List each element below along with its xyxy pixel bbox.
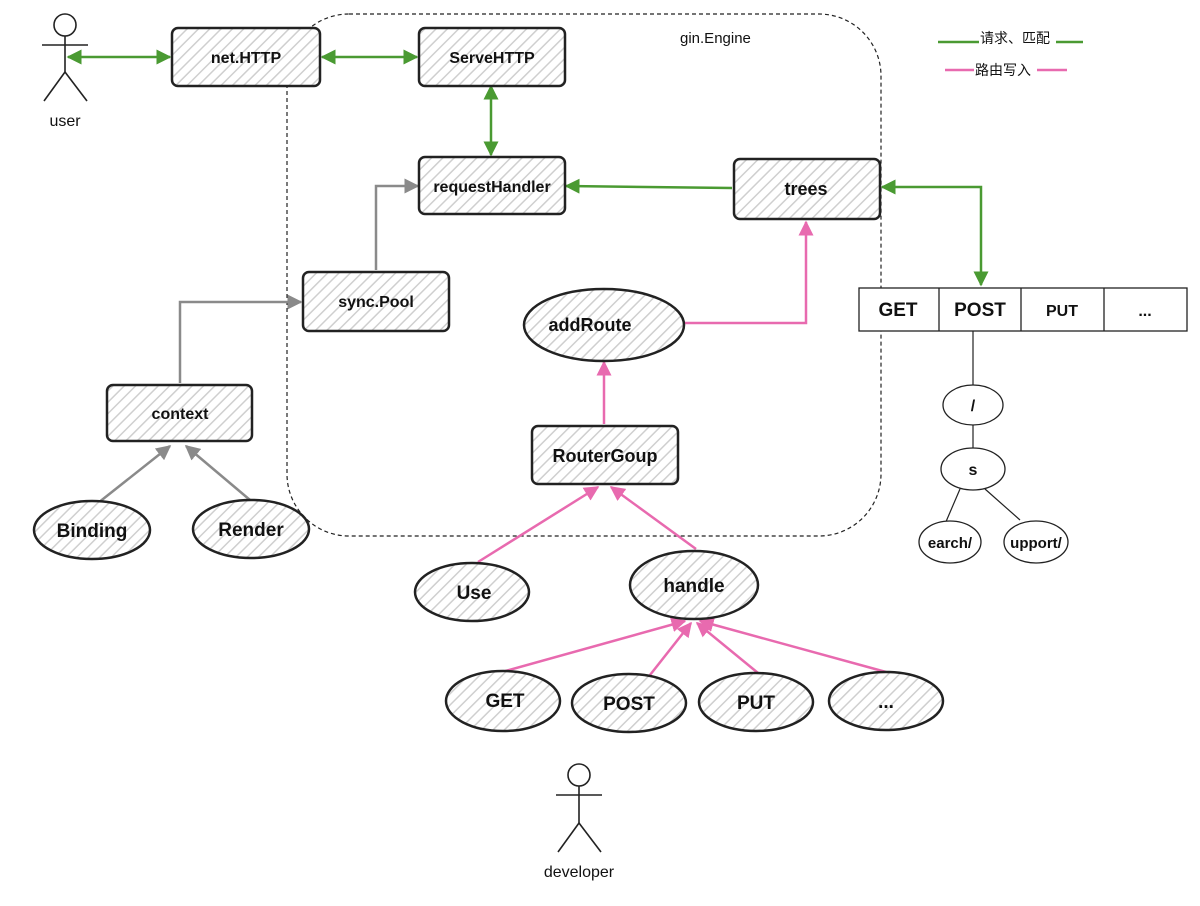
arrow-handle-routergroup: [609, 485, 697, 551]
use-label: Use: [457, 583, 492, 604]
arrow-get-handle: [501, 617, 687, 674]
tree-node-search-label: earch/: [928, 535, 973, 552]
arrow-syncpool-requesthandler: [374, 178, 420, 270]
methods-table: GET POST PUT ...: [858, 287, 1188, 332]
arrow-binding-context: [97, 445, 172, 504]
servehttp-box: ServeHTTP: [417, 26, 567, 88]
legend-request-match: 请求、匹配: [980, 30, 1050, 46]
tree-node-s-label: s: [969, 462, 978, 479]
binding-label: Binding: [57, 521, 128, 542]
routergroup-box: RouterGoup: [530, 424, 680, 486]
arrow-trees-methods: [880, 179, 989, 287]
routergroup-label: RouterGoup: [553, 446, 658, 466]
legend-route-write: 路由写入: [975, 62, 1031, 78]
requesthandler-box: requestHandler: [417, 155, 567, 216]
legend: 请求、匹配 路由写入: [938, 30, 1083, 78]
tree-node-root-label: /: [971, 398, 976, 415]
arrow-more-handle: [698, 617, 887, 674]
tree-node-s: s: [940, 447, 1006, 491]
put-ellipse: PUT: [697, 671, 815, 733]
sync-pool-label: sync.Pool: [338, 294, 414, 311]
user-actor-icon: [42, 13, 88, 102]
developer-actor-label: developer: [544, 864, 615, 881]
method-cell-put: PUT: [1046, 303, 1078, 320]
handle-ellipse: handle: [628, 549, 760, 621]
arrow-use-routergroup: [477, 485, 600, 564]
more-ellipse: ...: [827, 670, 945, 732]
use-ellipse: Use: [413, 561, 531, 623]
tree-node-support: upport/: [1003, 520, 1069, 564]
binding-ellipse: Binding: [32, 499, 152, 561]
post-label: POST: [603, 694, 655, 715]
method-cell-post: POST: [954, 300, 1006, 321]
arrow-trees-requesthandler: [564, 178, 733, 194]
route-tree-edges: [944, 331, 1021, 525]
render-label: Render: [218, 520, 284, 541]
arrow-addroute-trees: [684, 220, 814, 325]
render-ellipse: Render: [191, 498, 311, 560]
post-ellipse: POST: [570, 672, 688, 734]
context-label: context: [152, 406, 210, 423]
engine-label: gin.Engine: [680, 30, 751, 47]
tree-node-root: /: [942, 384, 1004, 426]
more-label: ...: [878, 692, 894, 713]
arrow-put-handle: [695, 622, 759, 674]
method-cell-get: GET: [878, 300, 917, 321]
get-label: GET: [485, 691, 524, 712]
addroute-ellipse: addRoute: [522, 287, 686, 363]
tree-node-support-label: upport/: [1010, 535, 1062, 552]
servehttp-label: ServeHTTP: [449, 50, 535, 67]
tree-node-search: earch/: [918, 520, 982, 564]
user-actor-label: user: [49, 113, 81, 130]
get-ellipse: GET: [444, 669, 562, 733]
addroute-label: addRoute: [549, 315, 632, 335]
method-cell-more: ...: [1138, 303, 1151, 320]
arrow-post-handle: [649, 621, 692, 676]
arrow-context-syncpool: [178, 294, 303, 383]
context-box: context: [105, 383, 254, 443]
arrow-render-context: [184, 445, 251, 501]
trees-label: trees: [784, 179, 827, 199]
sync-pool-box: sync.Pool: [301, 270, 451, 333]
put-label: PUT: [737, 693, 775, 714]
net-http-label: net.HTTP: [211, 50, 282, 67]
developer-actor-icon: [556, 763, 602, 853]
net-http-box: net.HTTP: [170, 26, 322, 88]
trees-box: trees: [732, 157, 882, 221]
handle-label: handle: [663, 576, 724, 597]
requesthandler-label: requestHandler: [433, 179, 550, 196]
